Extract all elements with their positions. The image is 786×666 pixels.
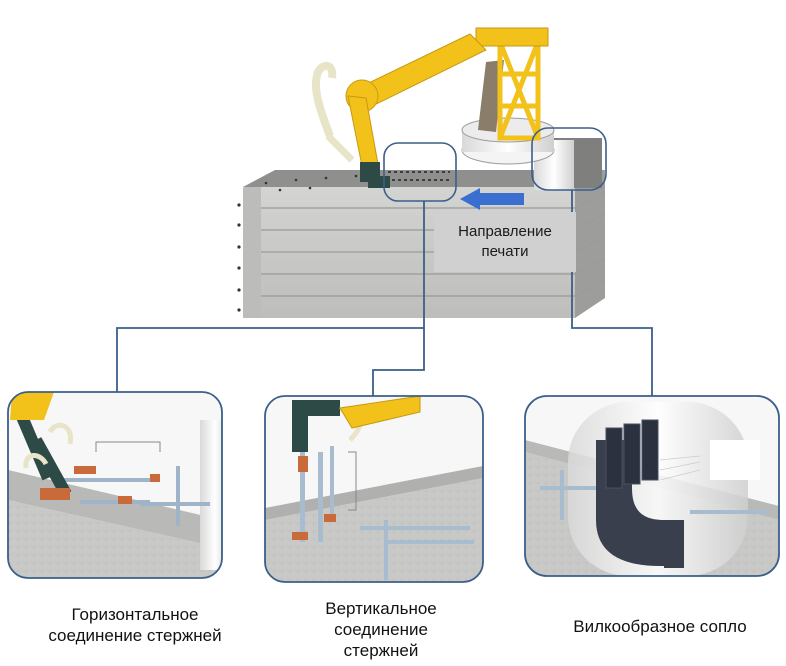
direction-label-line2: печати bbox=[481, 243, 529, 260]
caption-horizontal-joint: Горизонтальное соединение стержней bbox=[20, 604, 250, 646]
inset-fork-nozzle bbox=[524, 395, 780, 577]
direction-label-line1: Направление bbox=[458, 223, 552, 240]
inset-vertical-joint bbox=[264, 395, 484, 583]
caption-vertical-line2: соединение bbox=[334, 620, 428, 639]
highlight-horizontal bbox=[383, 142, 457, 202]
caption-horizontal-line1: Горизонтальное bbox=[71, 605, 199, 624]
highlight-nozzle bbox=[531, 127, 607, 191]
caption-vertical-line1: Вертикальное bbox=[325, 599, 437, 618]
print-direction-arrow bbox=[460, 188, 524, 210]
robot-arm bbox=[311, 27, 555, 188]
caption-nozzle-line1: Вилкообразное сопло bbox=[573, 617, 747, 636]
print-direction-label: Направление печати bbox=[434, 212, 576, 272]
caption-horizontal-line2: соединение стержней bbox=[48, 626, 222, 645]
caption-vertical-line3: стержней bbox=[343, 641, 419, 660]
caption-fork-nozzle: Вилкообразное сопло bbox=[540, 616, 780, 637]
caption-vertical-joint: Вертикальное соединение стержней bbox=[296, 598, 466, 661]
inset-horizontal-joint bbox=[7, 391, 223, 579]
